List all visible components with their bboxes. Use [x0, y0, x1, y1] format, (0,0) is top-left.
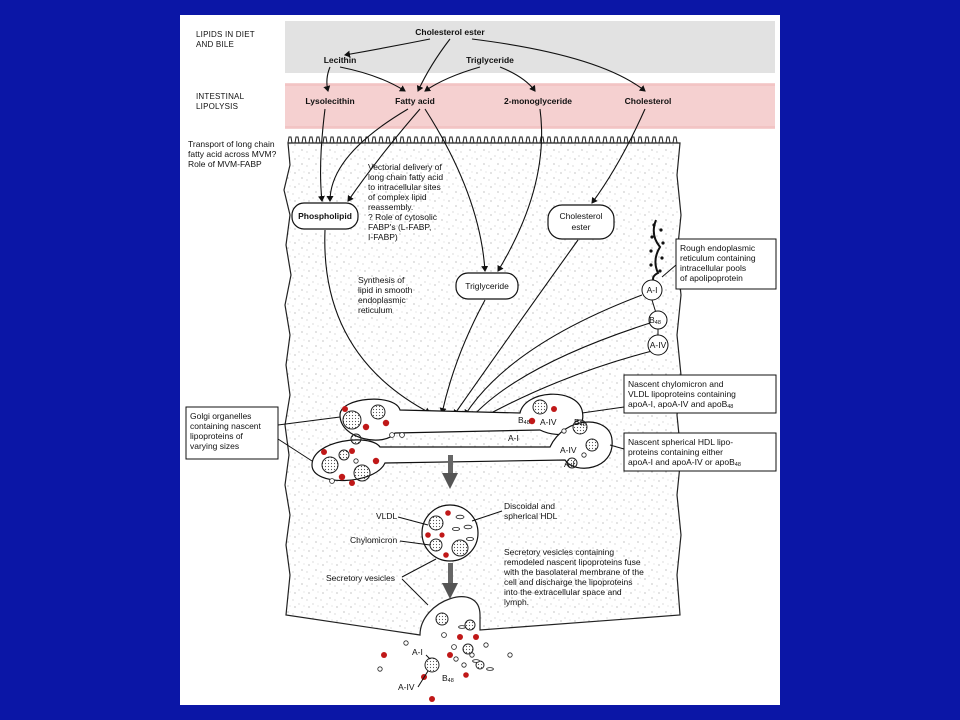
fusing-vesicle-contents [435, 612, 476, 631]
nascent-chylomicron-box [623, 374, 777, 414]
rer-apoa4-vesicle [647, 334, 669, 356]
hdl-pointer [471, 510, 503, 522]
released-apoa4-pointer [417, 670, 429, 688]
lysolecithin-label: Lysolecithin [305, 96, 354, 106]
rer-connector-1 [651, 299, 657, 314]
cholesterol-ester-box [547, 204, 615, 240]
vesicle-discoidal-hdl [451, 514, 474, 542]
released-discoidal-hdl [458, 625, 494, 671]
released-apoa1-label: A-I [412, 647, 423, 657]
released-apoa1-pointer [425, 654, 431, 660]
diagram-canvas: LIPIDS IN DIET AND BILE INTESTINAL LIPOL… [185, 21, 777, 702]
rer-box-pointer [661, 264, 677, 278]
released-apob48-label: B48 [442, 673, 454, 684]
lipoprotein-assembly-figure: LIPIDS IN DIET AND BILE INTESTINAL LIPOL… [180, 15, 780, 705]
nascent-hdl-box [623, 432, 777, 472]
vldl-label: VLDL [376, 511, 398, 521]
rer-apoa1-label: A-I [647, 285, 658, 295]
er-delivery-arrows [324, 229, 653, 420]
monoglyceride-label: 2-monoglyceride [504, 96, 572, 106]
nascent-chylomicron-text: Nascent chylomicron and VLDL lipoprotein… [628, 379, 738, 410]
cholesterol-ester-label: Cholesterol [560, 211, 603, 221]
golgi-hdl-a4-label: A-IV [560, 445, 577, 455]
lecithin-label: Lecithin [324, 55, 357, 65]
triglyceride-box [455, 272, 519, 300]
golgi-lipoproteins [321, 399, 599, 482]
digestion-arrows [323, 38, 646, 92]
diet-section-label-2: AND BILE [196, 40, 234, 49]
golgi-apoa1-label: A-I [508, 433, 519, 443]
golgi-empty-particles [329, 428, 587, 484]
cholesterol-label: Cholesterol [625, 96, 672, 106]
nascent-chylo-pointer [581, 406, 625, 414]
rough-er-ribosomes [649, 223, 665, 273]
golgi-apoa4-label: A-IV [540, 417, 557, 427]
released-apoa4-label: A-IV [398, 682, 415, 692]
rough-er-tubule [652, 219, 662, 284]
secretory-vesicles-pointers [401, 558, 437, 606]
golgi-apob48-label: B48 [518, 415, 530, 426]
golgi-hdl-a1-label: A-I [564, 459, 575, 469]
hdl-label: Discoidal and [504, 501, 555, 511]
secretion-arrow-1 [442, 455, 458, 489]
lipolysis-band [285, 83, 775, 129]
phospholipid-label: Phospholipid [298, 211, 352, 221]
synthesis-note: Synthesis of lipid in smooth endoplasmic… [358, 275, 415, 315]
diet-band [285, 21, 775, 73]
transport-note: Transport of long chain fatty acid acros… [188, 139, 279, 169]
golgi-upper [339, 393, 584, 441]
golgi-box-pointers [277, 416, 341, 462]
rer-apob48-label: B48 [649, 315, 661, 326]
phospholipid-box [291, 202, 359, 230]
vldl-pointer [397, 516, 429, 526]
hdl-label-2: spherical HDL [504, 511, 558, 521]
lipolysis-section-label: INTESTINAL [196, 92, 245, 101]
secretory-note: Secretory vesicles containing remodeled … [503, 547, 646, 607]
golgi-description-text: Golgi organelles containing nascent lipo… [190, 411, 263, 451]
golgi-hdl-b48-label: B48 [574, 417, 586, 428]
nascent-hdl-text: Nascent spherical HDL lipo- proteins con… [628, 437, 741, 468]
triglyceride-diet-label: Triglyceride [466, 55, 514, 65]
cholesterol-ester-diet-label: Cholesterol ester [415, 27, 485, 37]
released-lipoproteins [424, 643, 485, 673]
released-empty-particles [377, 632, 513, 672]
vectorial-delivery-note: Vectorial delivery of long chain fatty a… [368, 162, 446, 242]
diet-section-label: LIPIDS IN DIET [196, 30, 255, 39]
uptake-arrows [317, 108, 646, 272]
vesicle-red-particles [425, 510, 451, 558]
cholesterol-ester-label-2: ester [572, 222, 591, 232]
microvillus-membrane [287, 136, 680, 144]
secretory-vesicles-label: Secretory vesicles [326, 573, 395, 583]
chylomicron-label: Chylomicron [350, 535, 398, 545]
rer-description-box [675, 238, 777, 290]
golgi-red-particles [321, 406, 557, 486]
golgi-description-box [185, 406, 279, 460]
lipolysis-section-label-2: LIPOLYSIS [196, 102, 238, 111]
rer-apoa4-label: A-IV [650, 340, 667, 350]
fatty-acid-label: Fatty acid [395, 96, 435, 106]
vesicle-lipoproteins [428, 515, 469, 557]
rer-description-text: Rough endoplasmic reticulum containing i… [680, 243, 758, 283]
chylomicron-pointer [399, 540, 431, 546]
triglyceride-label: Triglyceride [465, 281, 509, 291]
secretion-arrow-2 [442, 563, 458, 599]
nascent-hdl-pointer [609, 444, 625, 450]
